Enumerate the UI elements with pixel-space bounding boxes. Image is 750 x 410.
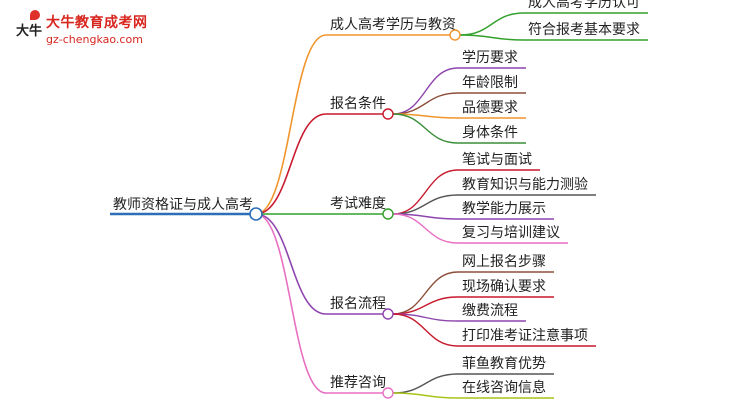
leaf-node[interactable]: 教育知识与能力测验	[458, 176, 596, 196]
leaf-edge	[392, 169, 459, 215]
logo-title: 大牛教育成考网	[46, 15, 148, 31]
branch-node[interactable]: 推荐咨询	[326, 375, 394, 399]
branch-label: 推荐咨询	[330, 375, 386, 391]
leaf-node[interactable]: 学历要求	[458, 50, 526, 69]
leaf-edge	[392, 271, 459, 315]
branch-label: 报名条件	[330, 95, 386, 112]
leaf-node[interactable]: 年龄限制	[458, 75, 526, 94]
leaf-edge	[392, 296, 459, 315]
leaf-edge	[392, 392, 459, 399]
branch-node[interactable]: 成人高考学历与教资	[326, 16, 461, 41]
leaf-node[interactable]: 成人高考学历认可	[524, 0, 648, 14]
branch-toggle-icon[interactable]	[382, 208, 394, 220]
leaf-label: 在线咨询信息	[462, 379, 546, 396]
branch-label: 考试难度	[330, 196, 386, 212]
leaf-edge	[459, 12, 525, 36]
leaf-node[interactable]: 打印准考证注意事项	[458, 327, 596, 347]
leaf-label: 教育知识与能力测验	[462, 176, 588, 193]
leaf-node[interactable]: 缴费流程	[458, 303, 526, 322]
leaf-node[interactable]: 符合报考基本要求	[524, 21, 648, 41]
leaf-label: 打印准考证注意事项	[462, 327, 588, 344]
leaf-node[interactable]: 品德要求	[458, 100, 526, 119]
leaf-node[interactable]: 笔试与面试	[458, 152, 540, 171]
mindmap-edges	[255, 12, 525, 399]
branch-label: 报名流程	[330, 296, 386, 312]
leaf-edge	[392, 373, 459, 394]
leaf-label: 成人高考学历认可	[528, 0, 640, 11]
leaf-node[interactable]: 在线咨询信息	[458, 379, 554, 399]
branch-node[interactable]: 报名流程	[326, 296, 394, 320]
root-toggle-icon[interactable]	[249, 207, 263, 221]
leaf-node[interactable]: 复习与培训建议	[458, 224, 568, 244]
leaf-node[interactable]: 教学能力展示	[458, 201, 554, 220]
logo-mark-icon: 大牛	[14, 10, 44, 44]
leaf-edge	[392, 92, 459, 115]
leaf-label: 学历要求	[462, 50, 518, 66]
branch-toggle-icon[interactable]	[449, 29, 461, 41]
leaf-label: 身体条件	[462, 124, 518, 141]
leaf-edge	[392, 313, 459, 347]
branch-edge	[255, 34, 327, 215]
leaf-label: 复习与培训建议	[462, 224, 560, 241]
leaf-label: 教学能力展示	[462, 201, 546, 217]
branch-toggle-icon[interactable]	[382, 108, 394, 120]
leaf-label: 笔试与面试	[462, 152, 532, 168]
leaf-node[interactable]: 现场确认要求	[458, 279, 554, 298]
leaf-label: 符合报考基本要求	[528, 21, 640, 38]
leaf-label: 缴费流程	[462, 303, 518, 319]
leaf-label: 网上报名步骤	[462, 254, 546, 270]
leaf-label: 现场确认要求	[462, 279, 546, 295]
branch-edge	[255, 213, 327, 394]
root-label: 教师资格证与成人高考	[113, 196, 253, 213]
branch-toggle-icon[interactable]	[382, 308, 394, 320]
branch-toggle-icon[interactable]	[382, 387, 394, 399]
branch-edge	[255, 213, 327, 315]
root-node[interactable]: 教师资格证与成人高考	[110, 196, 263, 221]
leaf-node[interactable]: 菲鱼教育优势	[458, 355, 554, 375]
branch-node[interactable]: 考试难度	[326, 196, 394, 220]
site-logo[interactable]: 大牛 大牛教育成考网 gz-chengkao.com	[4, 6, 164, 52]
leaf-edge	[392, 113, 459, 144]
branch-label: 成人高考学历与教资	[330, 16, 456, 33]
logo-url: gz-chengkao.com	[46, 33, 143, 46]
leaf-label: 品德要求	[462, 100, 518, 116]
leaf-edge	[459, 34, 525, 41]
leaf-node[interactable]: 身体条件	[458, 124, 526, 144]
leaf-node[interactable]: 网上报名步骤	[458, 254, 554, 273]
branch-edge	[255, 113, 327, 215]
leaf-edge	[392, 213, 459, 244]
branch-node[interactable]: 报名条件	[326, 95, 394, 120]
leaf-label: 年龄限制	[462, 75, 518, 91]
leaf-label: 菲鱼教育优势	[462, 355, 546, 372]
leaf-edge	[392, 194, 459, 215]
leaf-edge	[392, 67, 459, 115]
